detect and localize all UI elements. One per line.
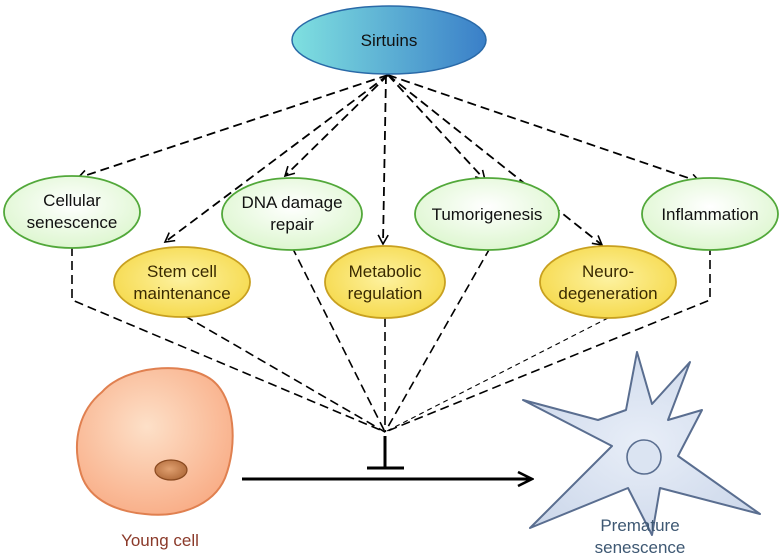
senescence-line-1: Cellular xyxy=(43,191,101,210)
line-from-tumor xyxy=(384,247,491,433)
node-inflammation: Inflammation xyxy=(641,177,779,251)
arrow-to-neuro xyxy=(387,74,604,247)
sirtuins-label: Sirtuins xyxy=(361,31,418,50)
stem-line-2: maintenance xyxy=(133,284,230,303)
node-tumorigenesis: Tumorigenesis xyxy=(414,177,560,251)
tumor-label: Tumorigenesis xyxy=(432,205,543,224)
dna-line-2: repair xyxy=(270,215,314,234)
premature-line-1: Premature xyxy=(600,516,679,535)
senescence-line-2: senescence xyxy=(27,213,118,232)
stem-line-1: Stem cell xyxy=(147,262,217,281)
node-metabolic-regulation: Metabolic regulation xyxy=(324,245,446,319)
activation-arrows xyxy=(76,74,702,247)
premature-senescence-cell: Premature senescence xyxy=(522,351,761,557)
metabolic-line-1: Metabolic xyxy=(349,262,422,281)
young-cell: Young cell xyxy=(76,367,234,550)
node-neurodegeneration: Neuro- degeneration xyxy=(539,245,677,319)
arrow-to-inflammation xyxy=(387,74,702,185)
dna-line-1: DNA damage xyxy=(241,193,342,212)
arrow-to-metabolic xyxy=(377,74,389,246)
node-dna-damage-repair: DNA damage repair xyxy=(221,177,363,251)
premature-line-2: senescence xyxy=(595,538,686,557)
line-from-neuro xyxy=(384,317,609,433)
sirtuins-node: Sirtuins xyxy=(291,5,487,75)
line-from-senescence xyxy=(71,247,386,433)
line-from-inflammation xyxy=(384,246,711,433)
line-from-stem xyxy=(184,315,386,433)
arrow-to-senescence xyxy=(76,74,389,181)
arrow-to-stem xyxy=(163,74,389,243)
neuro-line-1: Neuro- xyxy=(582,262,634,281)
neuro-line-2: degeneration xyxy=(558,284,657,303)
premature-cell-nucleus xyxy=(626,439,662,475)
arrow-to-tumor xyxy=(387,74,487,182)
line-from-dna xyxy=(291,246,386,433)
node-cellular-senescence: Cellular senescence xyxy=(3,175,141,249)
inhibition-lines xyxy=(71,246,711,433)
inhibition-symbol xyxy=(367,436,404,470)
node-stem-cell-maintenance: Stem cell maintenance xyxy=(113,246,251,318)
young-cell-label: Young cell xyxy=(121,531,199,550)
metabolic-line-2: regulation xyxy=(348,284,423,303)
arrow-to-dna xyxy=(283,74,389,178)
young-cell-nucleus xyxy=(154,459,188,481)
inflammation-label: Inflammation xyxy=(661,205,758,224)
